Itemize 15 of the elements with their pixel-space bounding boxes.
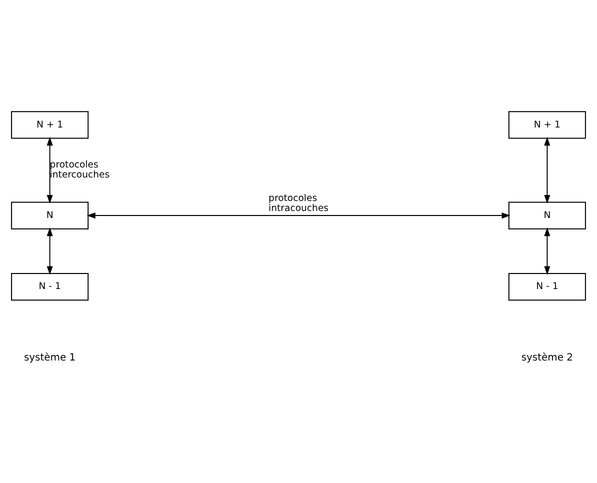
arrow <box>544 228 550 275</box>
arrow <box>46 136 53 204</box>
node-box: N <box>508 202 586 230</box>
node-box: N - 1 <box>11 272 89 301</box>
arrow <box>46 228 53 275</box>
node-box: N + 1 <box>508 111 586 139</box>
node-box: N + 1 <box>11 111 89 139</box>
edge-label: protocoles intercouches <box>50 160 110 181</box>
arrow <box>86 212 510 219</box>
node-box: N <box>11 202 89 230</box>
node-box: N - 1 <box>508 272 586 301</box>
edge-label: protocoles intracouches <box>268 193 329 214</box>
label: système 2 <box>521 352 574 364</box>
arrow <box>544 136 550 204</box>
label: système 1 <box>24 352 76 364</box>
